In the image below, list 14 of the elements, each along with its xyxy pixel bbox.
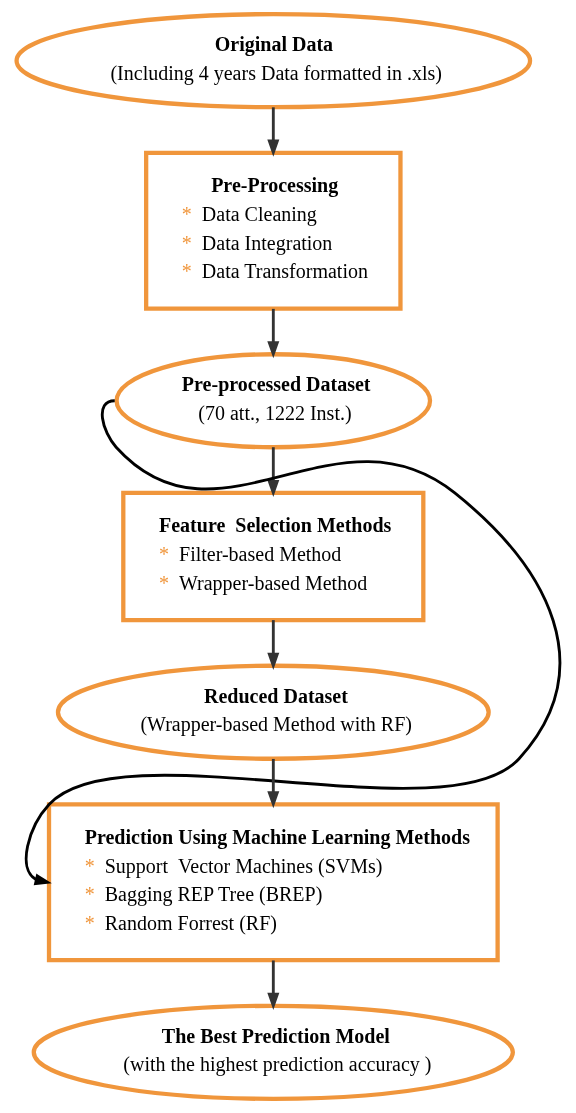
- node-box: Feature Selection Methods * Filter-based Method * Wrapper-based Method: [120, 490, 425, 623]
- node-ellipse: Reduced Dataset (Wrapper-based Method with RF): [55, 663, 491, 761]
- arrow: [24, 399, 561, 886]
- arrow: [266, 758, 279, 809]
- arrow: [266, 107, 279, 157]
- node-box: Prediction Using Machine Learning Methods * Support Vector Machines (SVMs) * Bagging REP Tree (BREP) * Random Forrest (RF): [46, 802, 500, 963]
- node-ellipse: The Best Prediction Model (with the highest prediction accuracy ): [31, 1003, 515, 1101]
- arrow: [266, 620, 279, 670]
- arrow: [266, 447, 279, 498]
- node-ellipse: Original Data (Including 4 years Data formatted in .xls): [13, 12, 532, 110]
- node-box: Pre-Processing * Data Cleaning * Data Integration * Data Transformation: [143, 150, 403, 311]
- arrow: [266, 308, 279, 359]
- node-ellipse: Pre-processed Dataset (70 att., 1222 Inst.): [113, 352, 432, 450]
- arrow: [266, 960, 279, 1010]
